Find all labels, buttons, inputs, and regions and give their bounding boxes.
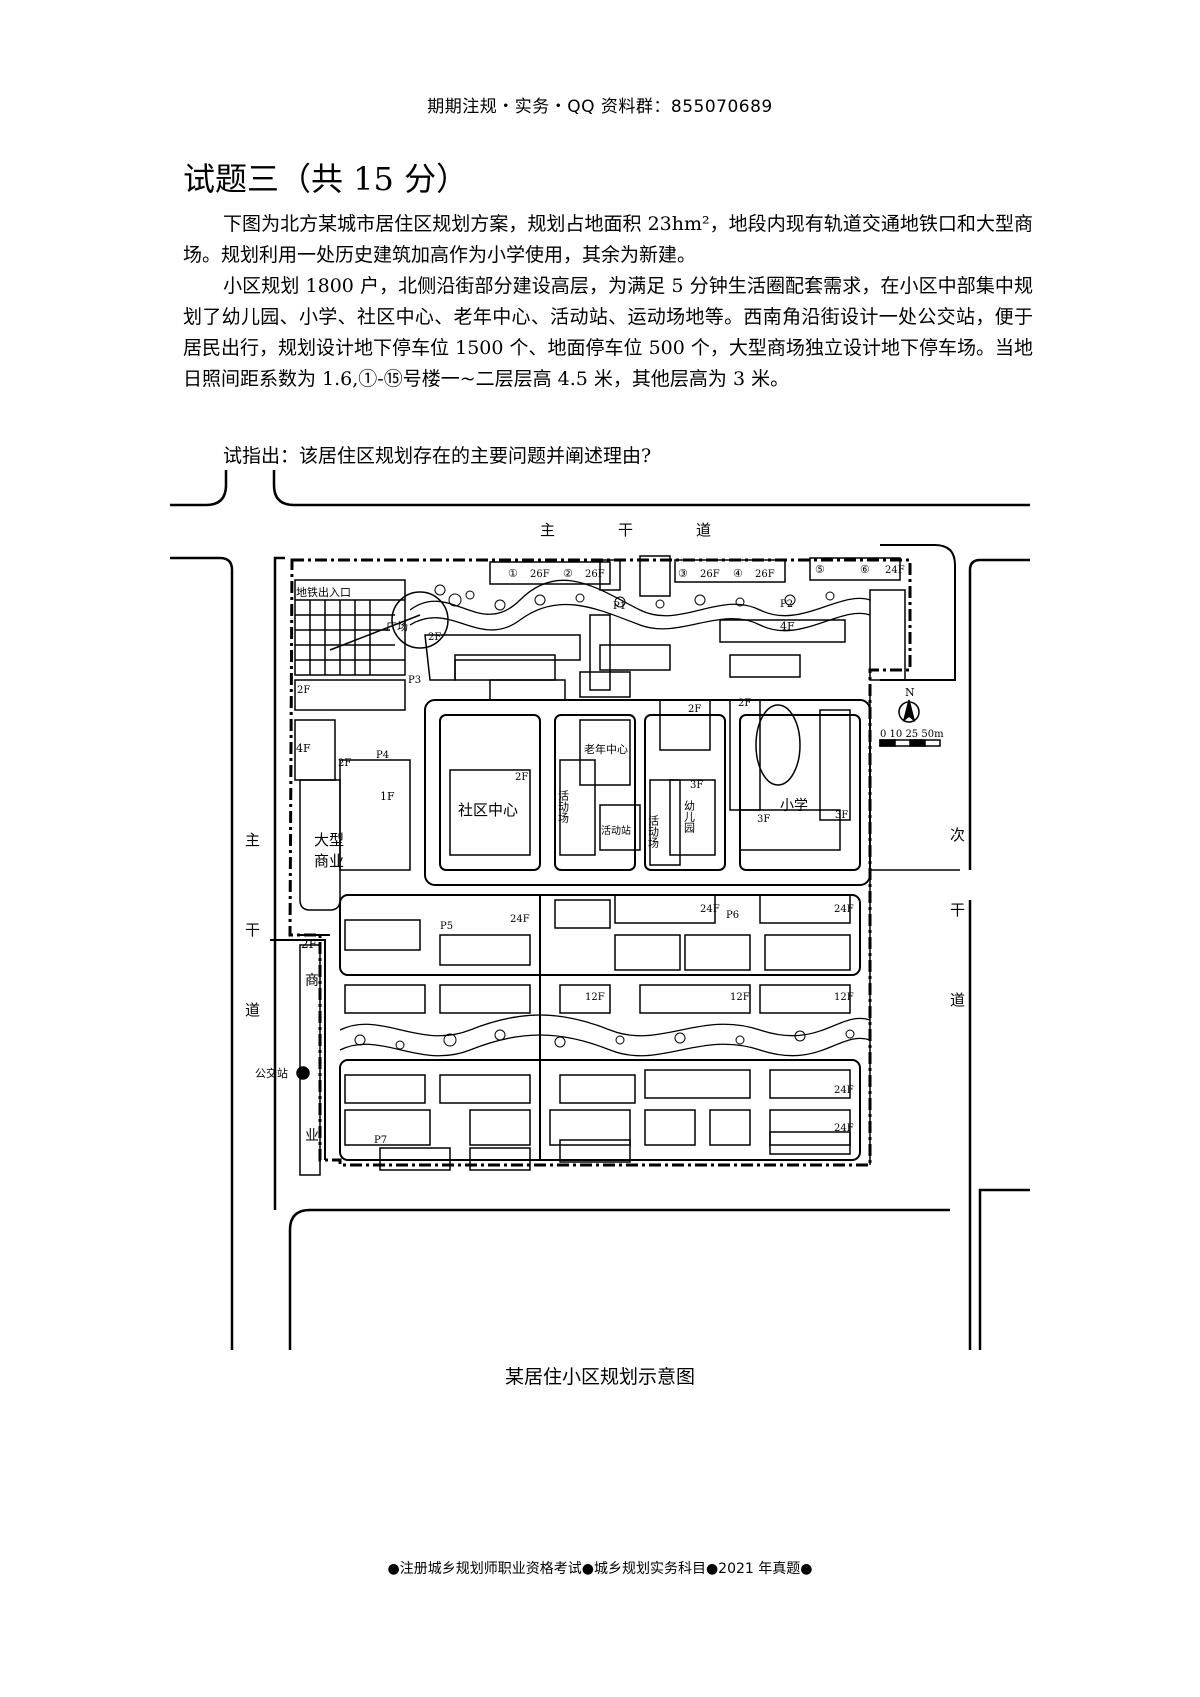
floor-tag: 24F — [834, 1123, 854, 1134]
building-number-2: ② — [563, 567, 573, 580]
floor-tag: 24F — [700, 904, 720, 915]
building-number-3: ③ — [678, 567, 688, 580]
floor-tag: 24F — [510, 914, 530, 925]
floor-tag: 2F — [338, 758, 351, 769]
north-arrow-icon — [879, 699, 941, 747]
building-number-5: ⑤ — [815, 563, 825, 576]
green-belt — [339, 579, 871, 1057]
site-plan-map: 主 干 道 主 干 道 次 干 道 地铁出入口 广场 大型 商业 社区中心 老年… — [170, 470, 1030, 1350]
floor-tag: 4F — [296, 742, 311, 755]
activity-field-label: 活动场 — [557, 790, 570, 824]
road-west-label-1: 主 — [245, 831, 260, 849]
question-paragraph-2: 小区规划 1800 户，北侧沿街部分建设高层，为满足 5 分钟生活圈配套需求，在… — [183, 275, 1033, 390]
road-east-label-2: 干 — [950, 901, 965, 919]
activity-field-label-2: 活动场 — [647, 815, 660, 849]
floor-tag: 26F — [530, 569, 550, 580]
floor-tag: 4F — [780, 620, 795, 633]
parking-p1: P1 — [613, 601, 626, 612]
road-north-label-3: 道 — [696, 521, 711, 539]
parking-p7: P7 — [374, 1135, 387, 1146]
floor-tag: 24F — [885, 565, 905, 576]
building-number-4: ④ — [733, 567, 743, 580]
scale-label: 0 10 25 50m — [880, 729, 944, 740]
floor-tag: 1F — [380, 790, 395, 803]
floor-tag: 26F — [755, 569, 775, 580]
parking-p3: P3 — [408, 675, 421, 686]
floor-tag: 24F — [834, 904, 854, 915]
road-west-label-3: 道 — [245, 1001, 260, 1019]
north-label: N — [905, 686, 915, 699]
road-east-label-3: 道 — [950, 991, 965, 1009]
shop-label-bottom: 业 — [305, 1128, 319, 1144]
floor-tag: 12F — [585, 992, 605, 1003]
mall-block — [294, 719, 411, 1176]
interior-roads — [339, 699, 871, 1161]
building-number-1: ① — [508, 567, 518, 580]
plaza-label: 广场 — [386, 619, 408, 633]
floor-tag: 12F — [834, 992, 854, 1003]
north-towers — [489, 555, 906, 681]
subway-entrance-label: 地铁出入口 — [296, 585, 351, 599]
parking-p5: P5 — [440, 921, 453, 932]
building-number-6: ⑥ — [860, 563, 870, 576]
floor-tag: 26F — [585, 569, 605, 580]
road-north-label-2: 干 — [618, 521, 633, 539]
floor-tag: 3F — [757, 814, 770, 825]
parking-p6: P6 — [726, 910, 739, 921]
parking-p4: P4 — [376, 750, 389, 761]
floor-tag: 2F — [301, 937, 317, 951]
floor-tag: 2F — [297, 685, 310, 696]
floor-tag: 26F — [700, 569, 720, 580]
floor-tag: 24F — [834, 1085, 854, 1096]
mall-label-2: 商业 — [314, 852, 344, 870]
kindergarten-label: 幼儿园 — [683, 800, 696, 834]
floor-tag: 2F — [688, 704, 701, 715]
shop-label-top: 商 — [305, 973, 319, 989]
question-prompt: 试指出：该居住区规划存在的主要问题并阐述理由? — [223, 445, 652, 467]
floor-tag: 2F — [738, 698, 751, 709]
school-label: 小学 — [780, 798, 808, 814]
mall-label-1: 大型 — [314, 831, 344, 849]
bus-stop-label: 公交站 — [255, 1066, 288, 1080]
elderly-center-label: 老年中心 — [584, 742, 628, 756]
activity-station-label: 活动站 — [601, 824, 631, 837]
floor-tag: 2F — [515, 772, 528, 783]
south-housing — [344, 894, 851, 1171]
public-facilities — [449, 699, 851, 866]
road-east-label-1: 次 — [950, 826, 965, 844]
community-center-label: 社区中心 — [458, 801, 518, 819]
floor-tag: 12F — [730, 992, 750, 1003]
floor-tag: 3F — [690, 780, 703, 791]
parking-p2: P2 — [780, 599, 793, 610]
question-title: 试题三（共 15 分） — [183, 160, 469, 198]
road-west-label-2: 干 — [245, 921, 260, 939]
page-footer: ●注册城乡规划师职业资格考试●城乡规划实务科目●2021 年真题● — [387, 1561, 813, 1577]
north-inner-housing — [424, 614, 846, 701]
question-paragraph-1: 下图为北方某城市居住区规划方案，规划占地面积 23hm²，地段内现有轨道交通地铁… — [183, 213, 1033, 266]
subway-block — [294, 579, 449, 711]
page-header: 期期注规・实务・QQ 资料群：855070689 — [427, 97, 773, 117]
floor-tag: 2F — [428, 632, 441, 643]
tree-dots — [354, 584, 855, 1050]
figure-caption: 某居住小区规划示意图 — [504, 1366, 695, 1388]
road-north-label-1: 主 — [540, 521, 555, 539]
map-labels: 主 干 道 主 干 道 次 干 道 地铁出入口 广场 大型 商业 社区中心 老年… — [245, 521, 965, 1146]
road-edges — [170, 470, 1030, 1350]
floor-tag: 3F — [835, 810, 848, 821]
